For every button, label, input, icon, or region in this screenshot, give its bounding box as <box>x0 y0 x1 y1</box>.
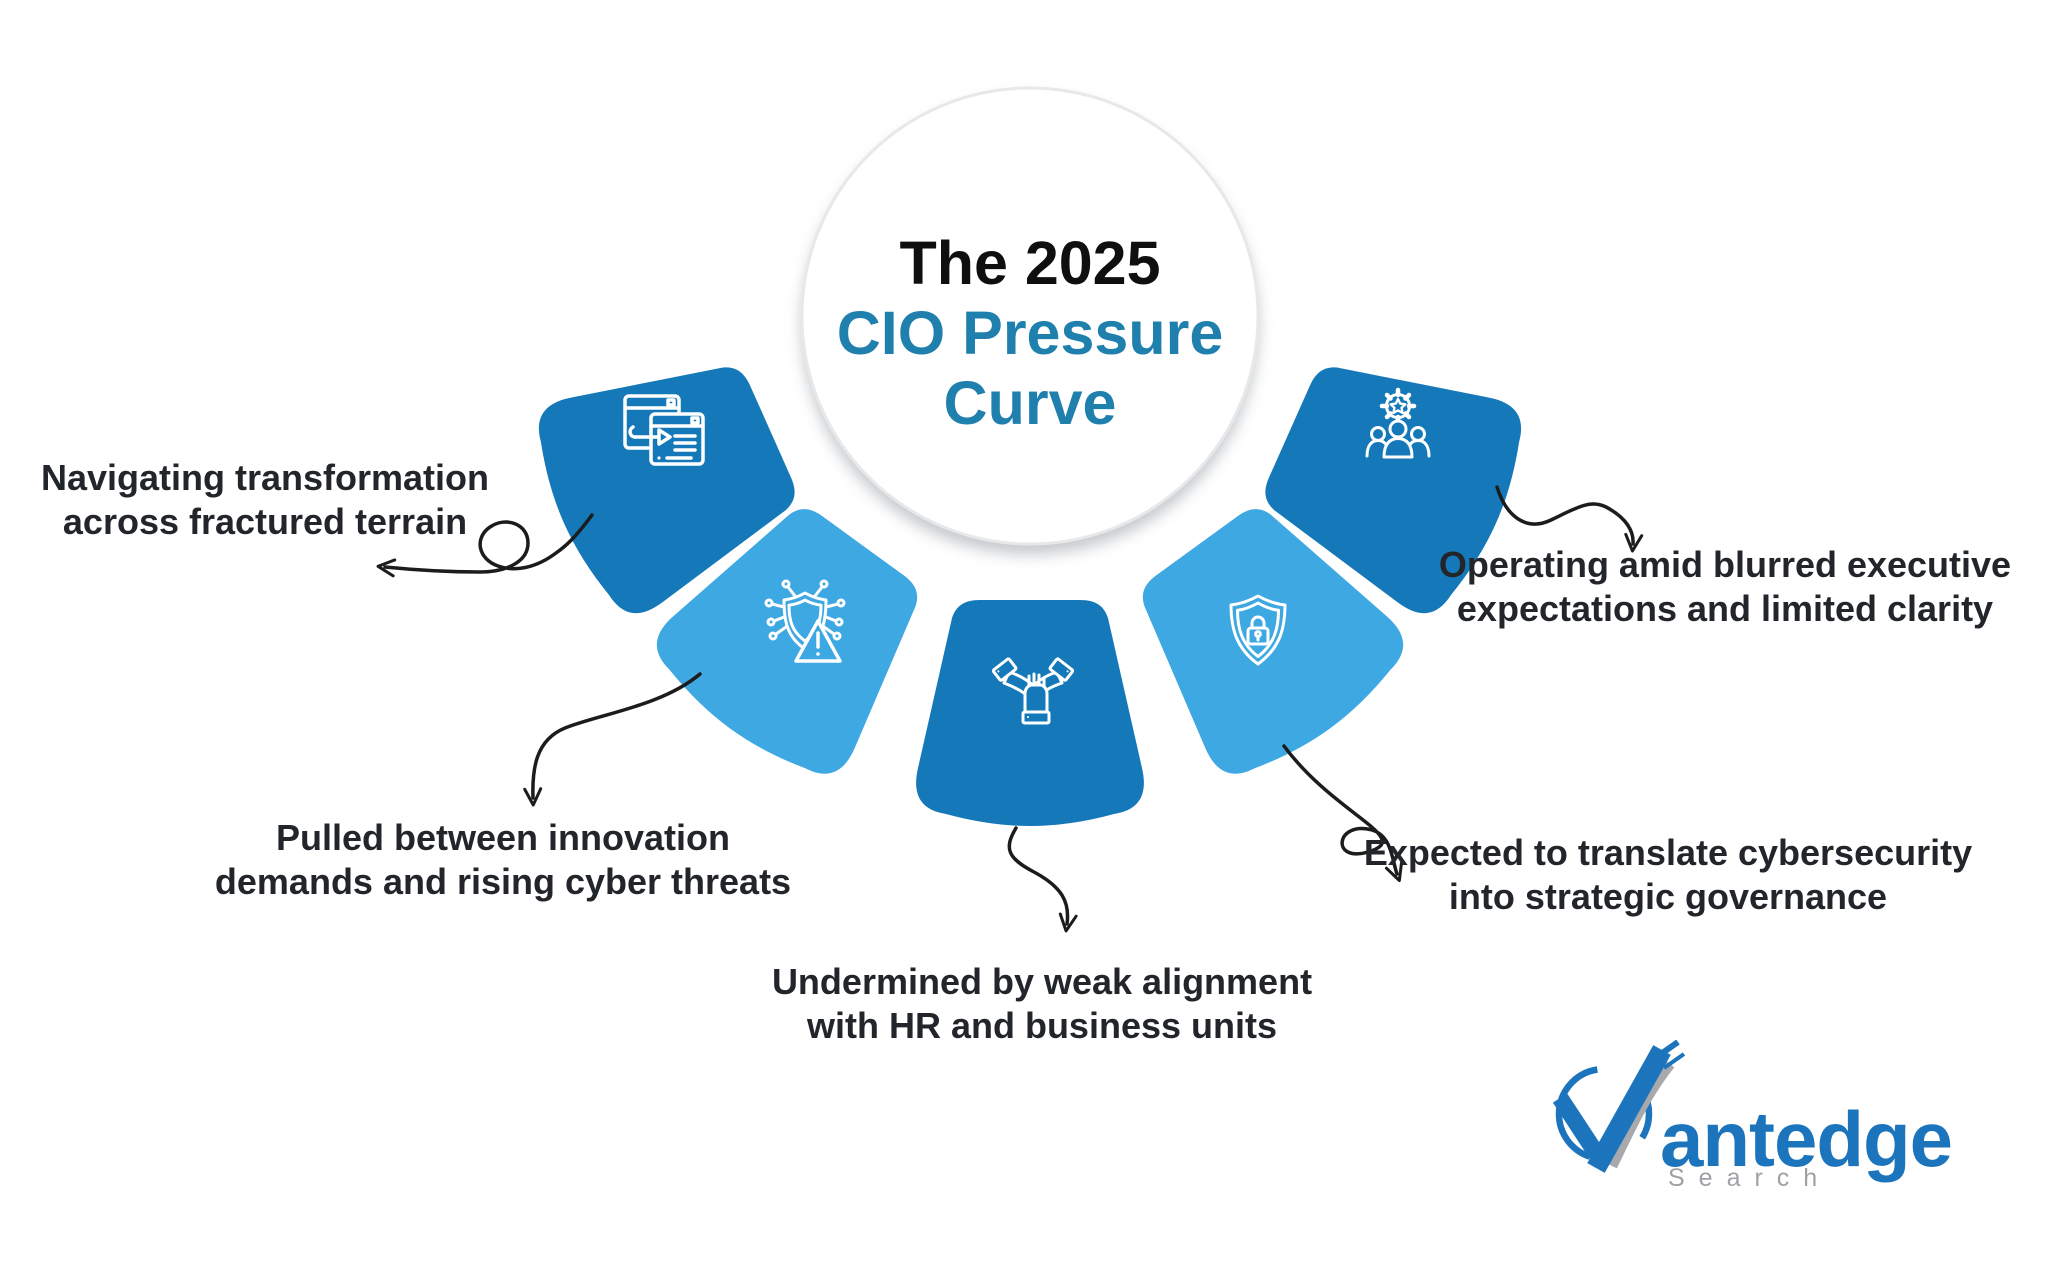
label-line: Undermined by weak alignment <box>771 961 1313 1002</box>
label-line: with HR and business units <box>806 1005 1278 1046</box>
label-line: into strategic governance <box>1448 876 1888 917</box>
logo-brand-text: antedge <box>1660 1095 1953 1183</box>
lock-shield-icon <box>1229 594 1287 666</box>
label-innovation-vs-threats: Pulled between innovation demands and ri… <box>215 816 791 904</box>
logo-subtitle-text: Search <box>1668 1164 1832 1192</box>
logo-brush-streak <box>1662 1052 1686 1070</box>
label-line: demands and rising cyber threats <box>214 861 792 902</box>
arrow-to-governance-label <box>1282 744 1404 883</box>
arrow-to-expectations-label <box>1495 485 1644 553</box>
team-gear-icon <box>1365 387 1431 459</box>
title-line-curve: Curve <box>943 369 1117 437</box>
cyber-shield-alert-icon <box>764 579 846 663</box>
title-line-cio: CIO Pressure <box>836 299 1224 367</box>
label-cybersecurity-governance: Expected to translate cybersecurity into… <box>1364 831 1972 919</box>
page-title: The 2025 CIO Pressure Curve <box>837 228 1224 438</box>
vantedge-logo: antedge Search <box>1540 1040 2000 1230</box>
label-line: Pulled between innovation <box>275 817 731 858</box>
vantedge-logo-mark <box>1552 1040 1686 1173</box>
window-transfer-icon <box>623 394 705 466</box>
logo-circle-arc <box>1555 1065 1653 1163</box>
label-transformation: Navigating transformation across fractur… <box>41 456 489 544</box>
title-year: The 2025 <box>899 229 1161 297</box>
logo-check-upstroke <box>1587 1045 1671 1173</box>
label-line: expectations and limited clarity <box>1456 588 1994 629</box>
arrow-to-transformation-label <box>376 513 594 578</box>
arrows <box>376 485 1644 933</box>
arrow-to-innovation-label <box>523 672 702 807</box>
logo-brush-streak <box>1656 1040 1680 1059</box>
center-circle-face <box>800 86 1260 546</box>
logo-grey-swoosh <box>1607 1060 1675 1169</box>
label-weak-alignment: Undermined by weak alignment with HR and… <box>772 960 1312 1048</box>
label-line: Navigating transformation <box>40 457 490 498</box>
label-line: across fractured terrain <box>62 501 468 542</box>
label-line: Operating amid blurred executive <box>1438 544 2012 585</box>
label-line: Expected to translate cybersecurity <box>1363 832 1973 873</box>
label-blurred-expectations: Operating amid blurred executive expecta… <box>1439 543 2011 631</box>
center-circle <box>800 86 1260 555</box>
arrow-to-alignment-label <box>1007 826 1078 933</box>
hands-together-icon <box>991 657 1075 725</box>
